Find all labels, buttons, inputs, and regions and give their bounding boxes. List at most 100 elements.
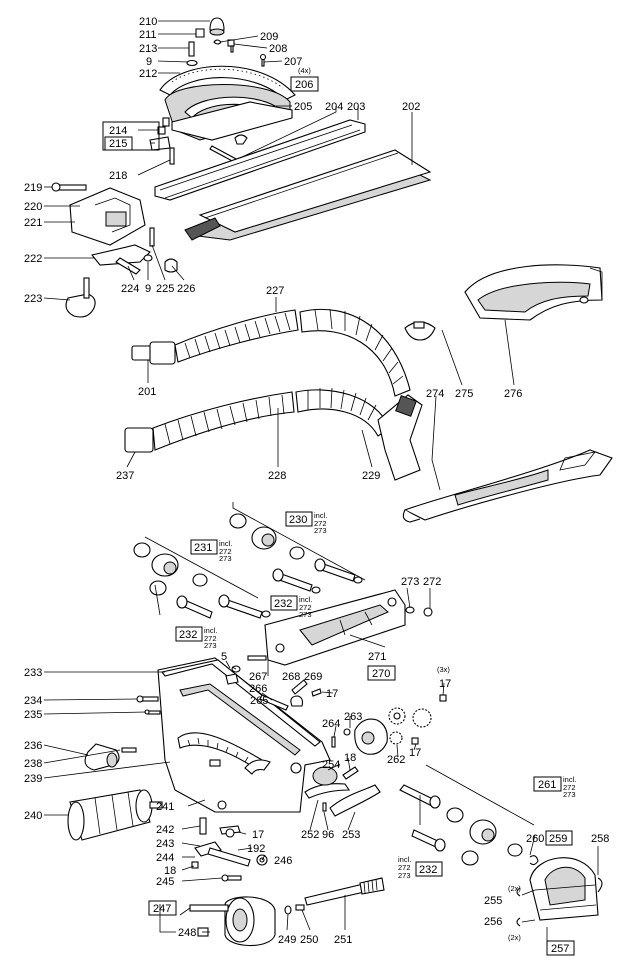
suction-hose-upper [131, 308, 411, 397]
incl-231: incl. [219, 539, 232, 548]
box-232-a [270, 595, 298, 611]
callout-238: 238 [24, 758, 42, 770]
incl-232c: incl. [398, 855, 411, 864]
spindle-251 [284, 877, 385, 915]
callout-275: 275 [455, 388, 473, 400]
callout-218: 218 [109, 170, 127, 182]
small-parts-cluster-266-269 [225, 655, 322, 711]
callout-253: 253 [342, 829, 360, 841]
callout-235: 235 [24, 709, 42, 721]
levers-252-254 [304, 766, 381, 817]
callout-270: 270 [372, 668, 390, 680]
mitre-protractor-assembly [159, 17, 296, 164]
handle-240 [67, 789, 163, 841]
callout-276: 276 [504, 388, 522, 400]
incl-232a: incl. [299, 595, 312, 604]
bearing-kit-230 [229, 513, 363, 594]
callout-271: 271 [368, 651, 386, 663]
callout-212: 212 [139, 68, 157, 80]
top-guard-cover [464, 264, 603, 321]
callout-255: 255 [484, 895, 502, 907]
callout-228: 228 [268, 470, 286, 482]
callout-242: 242 [156, 824, 174, 836]
callout-219: 219 [24, 182, 42, 194]
box-215 [104, 136, 133, 151]
callout-207: 207 [284, 56, 302, 68]
blade-guard-259 [516, 857, 603, 927]
incl-232b: incl. [204, 626, 217, 635]
callout-211: 211 [139, 29, 157, 41]
callout-18-b: 18 [164, 865, 176, 877]
incl-230: incl. [314, 511, 327, 520]
callout-233: 233 [24, 667, 42, 679]
callout-273: 273 [401, 576, 419, 588]
qty-256: (2x) [508, 933, 521, 942]
callout-226: 226 [177, 283, 195, 295]
callout-221: 221 [24, 217, 42, 229]
box-261 [533, 776, 562, 792]
callout-5: 5 [221, 651, 227, 663]
callout-263: 263 [344, 711, 362, 723]
callout-204: 204 [325, 101, 343, 113]
callout-labels: 210 211 213 9 212 209 208 207 (4x) 206 2… [24, 16, 609, 956]
push-stick [402, 449, 613, 523]
box-232-c [415, 861, 443, 877]
callout-210: 210 [139, 16, 157, 28]
incl-232c-273: 273 [398, 871, 411, 880]
callout-9-top: 9 [146, 56, 152, 68]
suction-hose-lower [124, 387, 423, 481]
callout-249: 249 [278, 934, 296, 946]
bracket-parts-241-246 [191, 817, 268, 882]
callout-205: 205 [294, 101, 312, 113]
callout-258: 258 [591, 833, 609, 845]
clamp-assembly-left [51, 182, 178, 318]
incl-232c-272: 272 [398, 863, 411, 872]
callout-272: 272 [423, 576, 441, 588]
shaft-kit-232-lower [411, 829, 479, 866]
callout-215: 215 [109, 138, 127, 150]
callout-252: 252 [301, 829, 319, 841]
callout-239: 239 [24, 773, 42, 785]
callout-201: 201 [138, 386, 156, 398]
callout-227: 227 [266, 285, 284, 297]
callout-236: 236 [24, 740, 42, 752]
callout-245: 245 [156, 876, 174, 888]
callout-256: 256 [484, 916, 502, 928]
box-206 [290, 76, 319, 92]
callout-241: 241 [156, 801, 174, 813]
callout-268: 268 [282, 671, 300, 683]
stop-bracket-assembly [149, 117, 175, 165]
callout-17-b: 17 [439, 678, 451, 690]
callout-265: 265 [250, 695, 268, 707]
callout-203: 203 [347, 101, 365, 113]
bearing-kit-231 [133, 542, 271, 619]
callout-237: 237 [116, 470, 134, 482]
shaft-kit-261 [399, 784, 539, 866]
callout-17-a: 17 [326, 688, 338, 700]
callout-232-a: 232 [274, 598, 292, 610]
callout-248: 248 [178, 927, 196, 939]
qty-270: (3x) [437, 665, 450, 674]
callout-229: 229 [362, 470, 380, 482]
callout-250: 250 [300, 934, 318, 946]
incl-231-273: 273 [219, 554, 232, 563]
incl-232b-272: 272 [204, 634, 217, 643]
callout-246: 246 [274, 855, 292, 867]
callout-269: 269 [304, 671, 322, 683]
callout-267: 267 [249, 671, 267, 683]
callout-254: 254 [322, 759, 340, 771]
callout-213: 213 [139, 43, 157, 55]
callout-262: 262 [387, 754, 405, 766]
callout-232-b: 232 [179, 629, 197, 641]
callout-231: 231 [194, 542, 212, 554]
callout-18-a: 18 [344, 752, 356, 764]
callout-222: 222 [24, 253, 42, 265]
callout-225: 225 [156, 283, 174, 295]
box-257 [546, 940, 575, 956]
main-frame-plate [157, 657, 331, 813]
box-270 [367, 665, 396, 681]
motor-housing-247 [189, 896, 276, 947]
callout-261: 261 [538, 779, 556, 791]
